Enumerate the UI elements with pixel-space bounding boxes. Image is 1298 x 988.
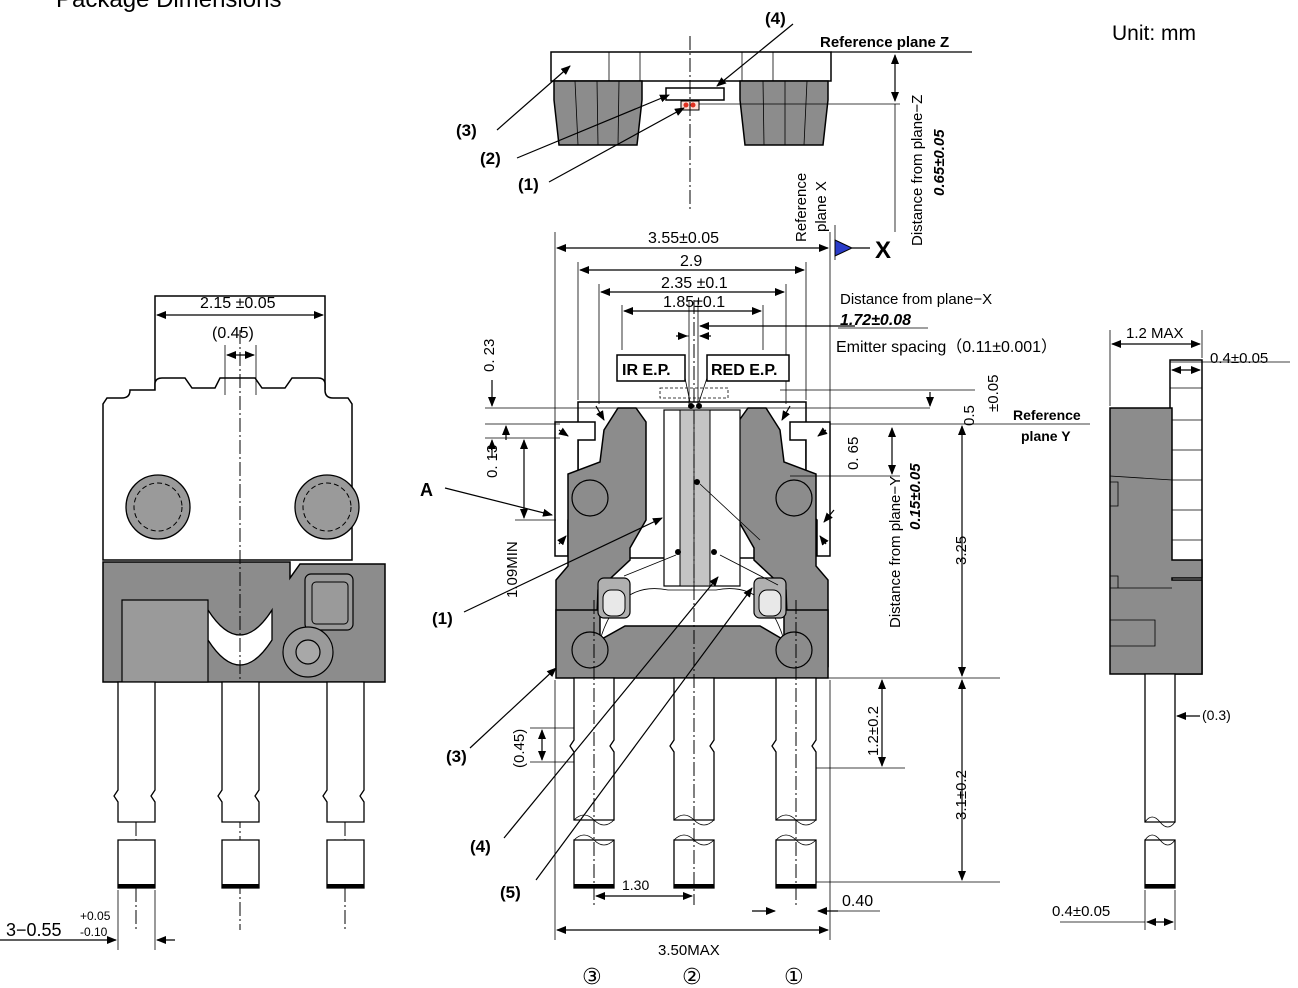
ir-ep-label: IR E.P. <box>622 362 671 379</box>
front-red-dot <box>696 403 702 409</box>
top-view-red-dot <box>690 102 696 108</box>
dim-1-30: 1.30 <box>622 877 649 893</box>
ref-plane-x-line1: Reference <box>793 173 810 242</box>
front-chip-strip <box>679 409 711 587</box>
side-dim-0-4-top: 0.4±0.05 <box>1210 350 1268 367</box>
dim-0-13: 0. 13 <box>484 445 501 478</box>
red-ep-box <box>706 354 790 382</box>
front-hole-ur <box>775 479 813 517</box>
left-tol-plus: +0.05 <box>80 909 111 923</box>
dist-plane-x-value: 1.72±0.08 <box>840 312 911 329</box>
red-ep-label: RED E.P. <box>711 362 777 379</box>
top-view-frame <box>550 51 832 82</box>
dim-2-35: 2.35 ±0.1 <box>661 275 728 292</box>
front-leads <box>569 677 817 889</box>
left-hole-left <box>125 474 191 540</box>
dim-overall-width: 3.55±0.05 <box>648 230 719 247</box>
pin-2-label: ② <box>682 964 702 988</box>
left-hole-right <box>294 474 360 540</box>
top-view-lead-right <box>739 80 829 146</box>
page-title: Package Dimensions <box>56 0 281 14</box>
plane-x-marker <box>834 239 854 257</box>
dist-plane-y-value: 0.15±0.05 <box>907 463 924 530</box>
side-lead <box>1144 673 1176 823</box>
side-max-thick: 1.2 MAX <box>1126 325 1184 342</box>
pin-1-label: ① <box>784 964 804 988</box>
ir-ep-box <box>616 354 686 382</box>
top-callout-2: (2) <box>480 149 501 168</box>
front-callout-3: (3) <box>446 747 467 766</box>
emitter-spacing: Emitter spacing（0.11±0.001） <box>836 338 1057 356</box>
dim-1-09: 1.09MIN <box>504 541 521 598</box>
x-axis-label: X <box>875 237 891 264</box>
dim-1-85: 1.85±0.1 <box>663 294 725 311</box>
front-view: X Reference plane X 3.55±0.05 2.9 2.35 ±… <box>420 173 1090 988</box>
left-tol-minus: -0.10 <box>80 925 108 939</box>
pin-3-label: ③ <box>582 964 602 988</box>
dim-1-2: 1.2±0.2 <box>865 706 882 756</box>
dim-0-23: 0. 23 <box>481 339 498 372</box>
dim-0-40: 0.40 <box>842 893 873 910</box>
left-width: 2.15 ±0.05 <box>200 295 276 312</box>
left-gap: (0.45) <box>212 325 254 342</box>
left-lead-width: 3−0.55 <box>6 920 62 940</box>
dist-plane-z-label: Distance from plane−Z <box>909 95 926 246</box>
top-view: (4) Reference plane Z (3) (2) (1) Distan… <box>456 9 972 246</box>
ref-plane-x-line2: plane X <box>813 181 830 232</box>
front-callout-4: (4) <box>470 837 491 856</box>
front-ir-dot <box>688 403 694 409</box>
top-callout-1: (1) <box>518 175 539 194</box>
dim-0-5: 0.5 <box>961 405 978 426</box>
dim-3-25: 3.25 <box>953 536 970 565</box>
dist-plane-z-value: 0.65±0.05 <box>931 129 948 196</box>
ref-plane-y-line1: Reference <box>1013 407 1081 423</box>
dim-pm-0-05: ±0.05 <box>985 375 1002 412</box>
dist-plane-x-label: Distance from plane−X <box>840 291 992 308</box>
top-view-ir-dot <box>683 102 689 108</box>
dim-3-50: 3.50MAX <box>658 942 720 959</box>
front-hole-ul <box>571 479 609 517</box>
ref-plane-y-line2: plane Y <box>1021 428 1071 444</box>
side-dim-0-4-bottom: 0.4±0.05 <box>1052 903 1110 920</box>
dist-plane-y-label: Distance from plane−Y <box>887 476 904 628</box>
dim-0-65: 0. 65 <box>845 437 862 470</box>
top-callout-4: (4) <box>765 9 786 28</box>
front-hole-lr <box>775 631 813 669</box>
dim-0-45-front: (0.45) <box>511 729 528 768</box>
front-callout-5: (5) <box>500 883 521 902</box>
dim-3-1: 3.1±0.2 <box>953 770 970 820</box>
top-callout-3: (3) <box>456 121 477 140</box>
unit-label: Unit: mm <box>1112 22 1196 45</box>
left-view: 2.15 ±0.05 (0.45) 3−0.55 +0.05 -0.10 <box>0 295 386 950</box>
side-dim-0-3: (0.3) <box>1202 707 1231 723</box>
front-callout-1: (1) <box>432 609 453 628</box>
top-view-chip <box>665 87 725 101</box>
front-hole-ll <box>571 631 609 669</box>
label-a: A <box>420 480 433 500</box>
side-view: 1.2 MAX 0.4±0.05 (0.3) 0.4±0.05 <box>1052 325 1290 930</box>
ref-plane-z: Reference plane Z <box>820 34 949 51</box>
dim-2-9: 2.9 <box>680 253 702 270</box>
